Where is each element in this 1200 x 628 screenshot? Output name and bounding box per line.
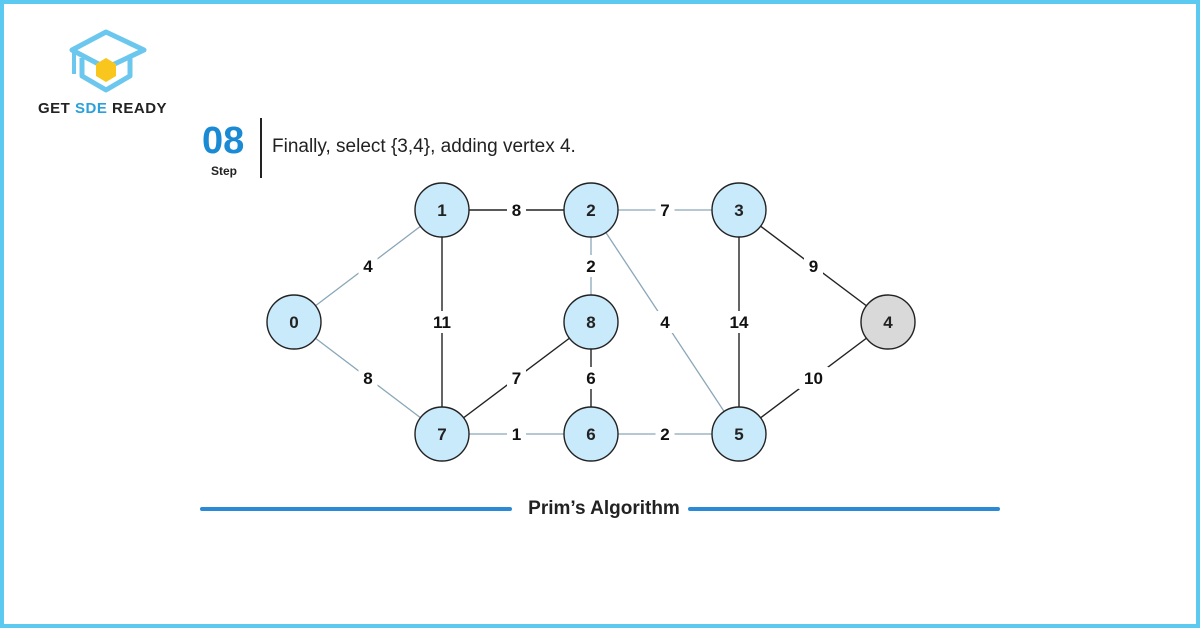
- edge-weight-bg-5-4: [798, 367, 829, 389]
- edge-weight-bg-1-7: [427, 311, 457, 333]
- edge-weight-3-5: 14: [730, 313, 749, 332]
- edge-weight-bg-2-3: [655, 199, 675, 221]
- step-label: Step: [211, 164, 238, 178]
- node-2: [563, 182, 619, 238]
- edge-weight-1-2: 8: [512, 201, 521, 220]
- node-5: [711, 406, 767, 462]
- node-label-4: 4: [883, 313, 893, 332]
- edge-weight-bg-1-2: [507, 199, 526, 221]
- footer-line-right: [688, 507, 1000, 511]
- brand-logo: GET SDE READY: [34, 28, 184, 128]
- edge-weight-bg-2-8: [581, 255, 601, 277]
- node-label-8: 8: [586, 313, 595, 332]
- edge-weight-0-7: 8: [363, 369, 372, 388]
- edge-weight-bg-8-7: [507, 367, 526, 389]
- step-divider: [260, 118, 262, 178]
- node-3: [711, 182, 767, 238]
- edge-weight-bg-3-5: [724, 311, 754, 333]
- edge-weight-8-6: 6: [586, 369, 595, 388]
- node-label-5: 5: [734, 425, 743, 444]
- edge-weight-2-5: 4: [660, 313, 670, 332]
- edge-weight-bg-3-4: [804, 255, 823, 277]
- footer-title: Prim’s Algorithm: [528, 498, 680, 519]
- node-8: [563, 294, 619, 350]
- edge-weight-3-4: 9: [809, 257, 818, 276]
- edge-weight-8-7: 7: [512, 369, 521, 388]
- edge-weight-0-1: 4: [363, 257, 373, 276]
- edge-weight-bg-7-6: [507, 423, 526, 445]
- edge-weight-7-6: 1: [512, 425, 521, 444]
- node-label-6: 6: [586, 425, 595, 444]
- edge-weight-2-3: 7: [660, 201, 669, 220]
- node-label-3: 3: [734, 201, 743, 220]
- edge-weight-2-8: 2: [586, 257, 595, 276]
- step-caption: Finally, select {3,4}, adding vertex 4.: [272, 136, 576, 157]
- node-0: [266, 294, 322, 350]
- node-label-0: 0: [289, 313, 298, 332]
- step-number: 08: [202, 120, 245, 162]
- edge-weight-bg-6-5: [655, 423, 675, 445]
- node-6: [563, 406, 619, 462]
- edge-weight-1-7: 11: [433, 313, 451, 332]
- edge-weight-bg-0-7: [358, 367, 378, 389]
- edge-weight-6-5: 2: [660, 425, 669, 444]
- edge-weight-5-4: 10: [804, 369, 823, 388]
- edge-weight-bg-8-6: [581, 367, 601, 389]
- node-4: [860, 294, 916, 350]
- node-label-7: 7: [437, 425, 446, 444]
- node-label-2: 2: [586, 201, 595, 220]
- edge-weight-bg-2-5: [655, 311, 675, 333]
- edge-weight-bg-0-1: [358, 255, 378, 277]
- node-1: [414, 182, 470, 238]
- graduation-cap-hexagon-icon: [69, 29, 147, 93]
- graph-diagram: 4 8 8 11 7 2 4 9 14 7 6 1 2 10 0 1 2 3 4 5 6 7 8: [266, 182, 916, 462]
- footer-line-left: [200, 507, 512, 511]
- brand-name: GET SDE READY: [38, 100, 168, 117]
- node-label-1: 1: [437, 201, 446, 220]
- node-7: [414, 406, 470, 462]
